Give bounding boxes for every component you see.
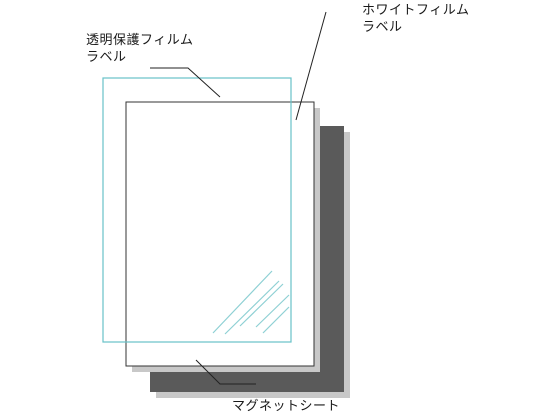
- magnet-sheet-label-text: マグネットシート: [232, 399, 341, 414]
- white-film-label-text: ホワイトフィルム ラベル: [362, 2, 469, 36]
- glare-line: [255, 294, 290, 328]
- glare-line: [224, 280, 280, 335]
- leader-lines: [150, 11, 327, 385]
- transparent-protective-film: [102, 77, 292, 343]
- white-film-label-line2: ラベル: [362, 20, 403, 35]
- glare-line: [212, 270, 273, 334]
- protective-film-leader: [150, 67, 221, 98]
- magnet-sheet-leader: [195, 359, 256, 385]
- magnet-sheet-label: マグネットシート: [232, 398, 340, 415]
- protective-film-label: 透明保護フィルム ラベル: [86, 32, 193, 66]
- white-film-label: [125, 101, 315, 367]
- protective-film-label-line1: 透明保護フィルム: [86, 33, 194, 48]
- glare-line: [262, 306, 290, 334]
- glare-lines: [212, 270, 290, 335]
- protective-film-label-line2: ラベル: [86, 50, 127, 65]
- glare-line: [239, 283, 284, 327]
- white-film-leader: [295, 11, 327, 121]
- white-film-label-line1: ホワイトフィルム: [362, 3, 470, 18]
